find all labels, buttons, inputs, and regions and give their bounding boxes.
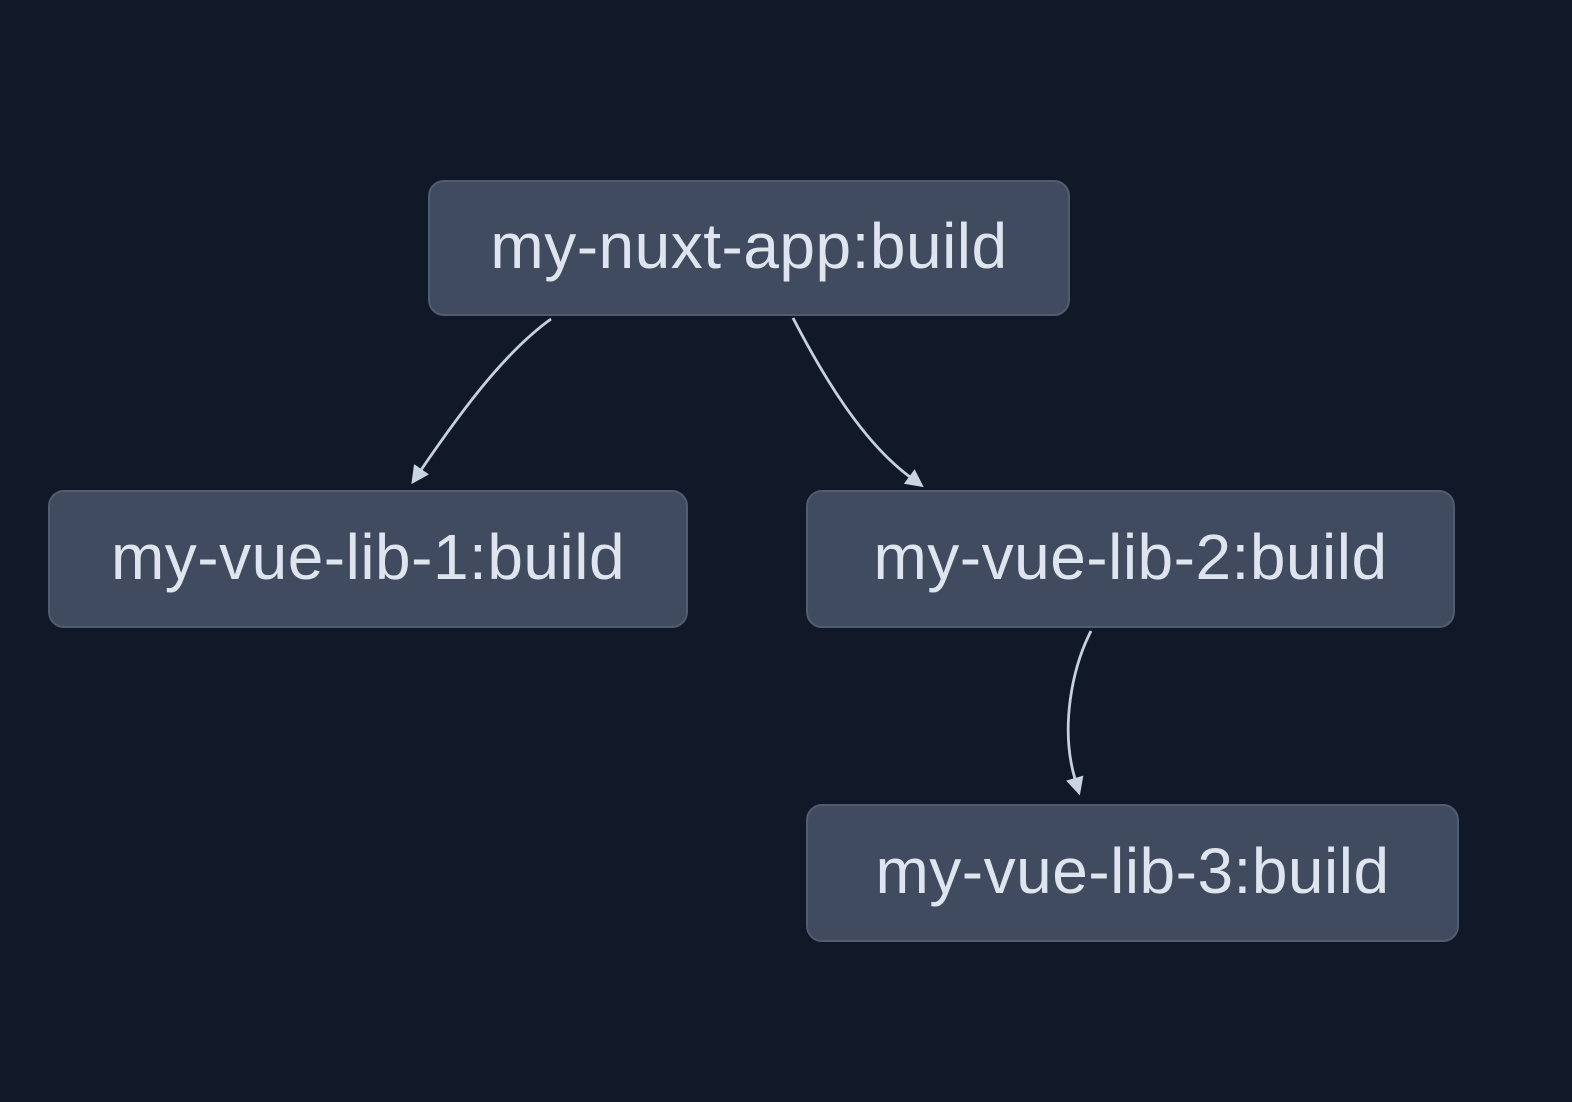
- task-node-label: my-vue-lib-1:build: [110, 521, 626, 593]
- task-node-label: my-nuxt-app:build: [490, 210, 1008, 282]
- task-node-my-vue-lib-2-build[interactable]: my-vue-lib-2:build: [806, 490, 1455, 628]
- task-node-my-vue-lib-3-build[interactable]: my-vue-lib-3:build: [806, 804, 1459, 942]
- task-node-my-nuxt-app-build[interactable]: my-nuxt-app:build: [428, 180, 1070, 316]
- task-node-label: my-vue-lib-3:build: [875, 835, 1390, 907]
- edge-my-nuxt-app-build-to-my-vue-lib-1-build: [411, 317, 552, 485]
- task-node-my-vue-lib-1-build[interactable]: my-vue-lib-1:build: [48, 490, 688, 628]
- edge-my-vue-lib-2-build-to-my-vue-lib-3-build: [1066, 630, 1093, 796]
- edge-my-nuxt-app-build-to-my-vue-lib-2-build: [791, 317, 924, 488]
- task-node-label: my-vue-lib-2:build: [873, 521, 1388, 593]
